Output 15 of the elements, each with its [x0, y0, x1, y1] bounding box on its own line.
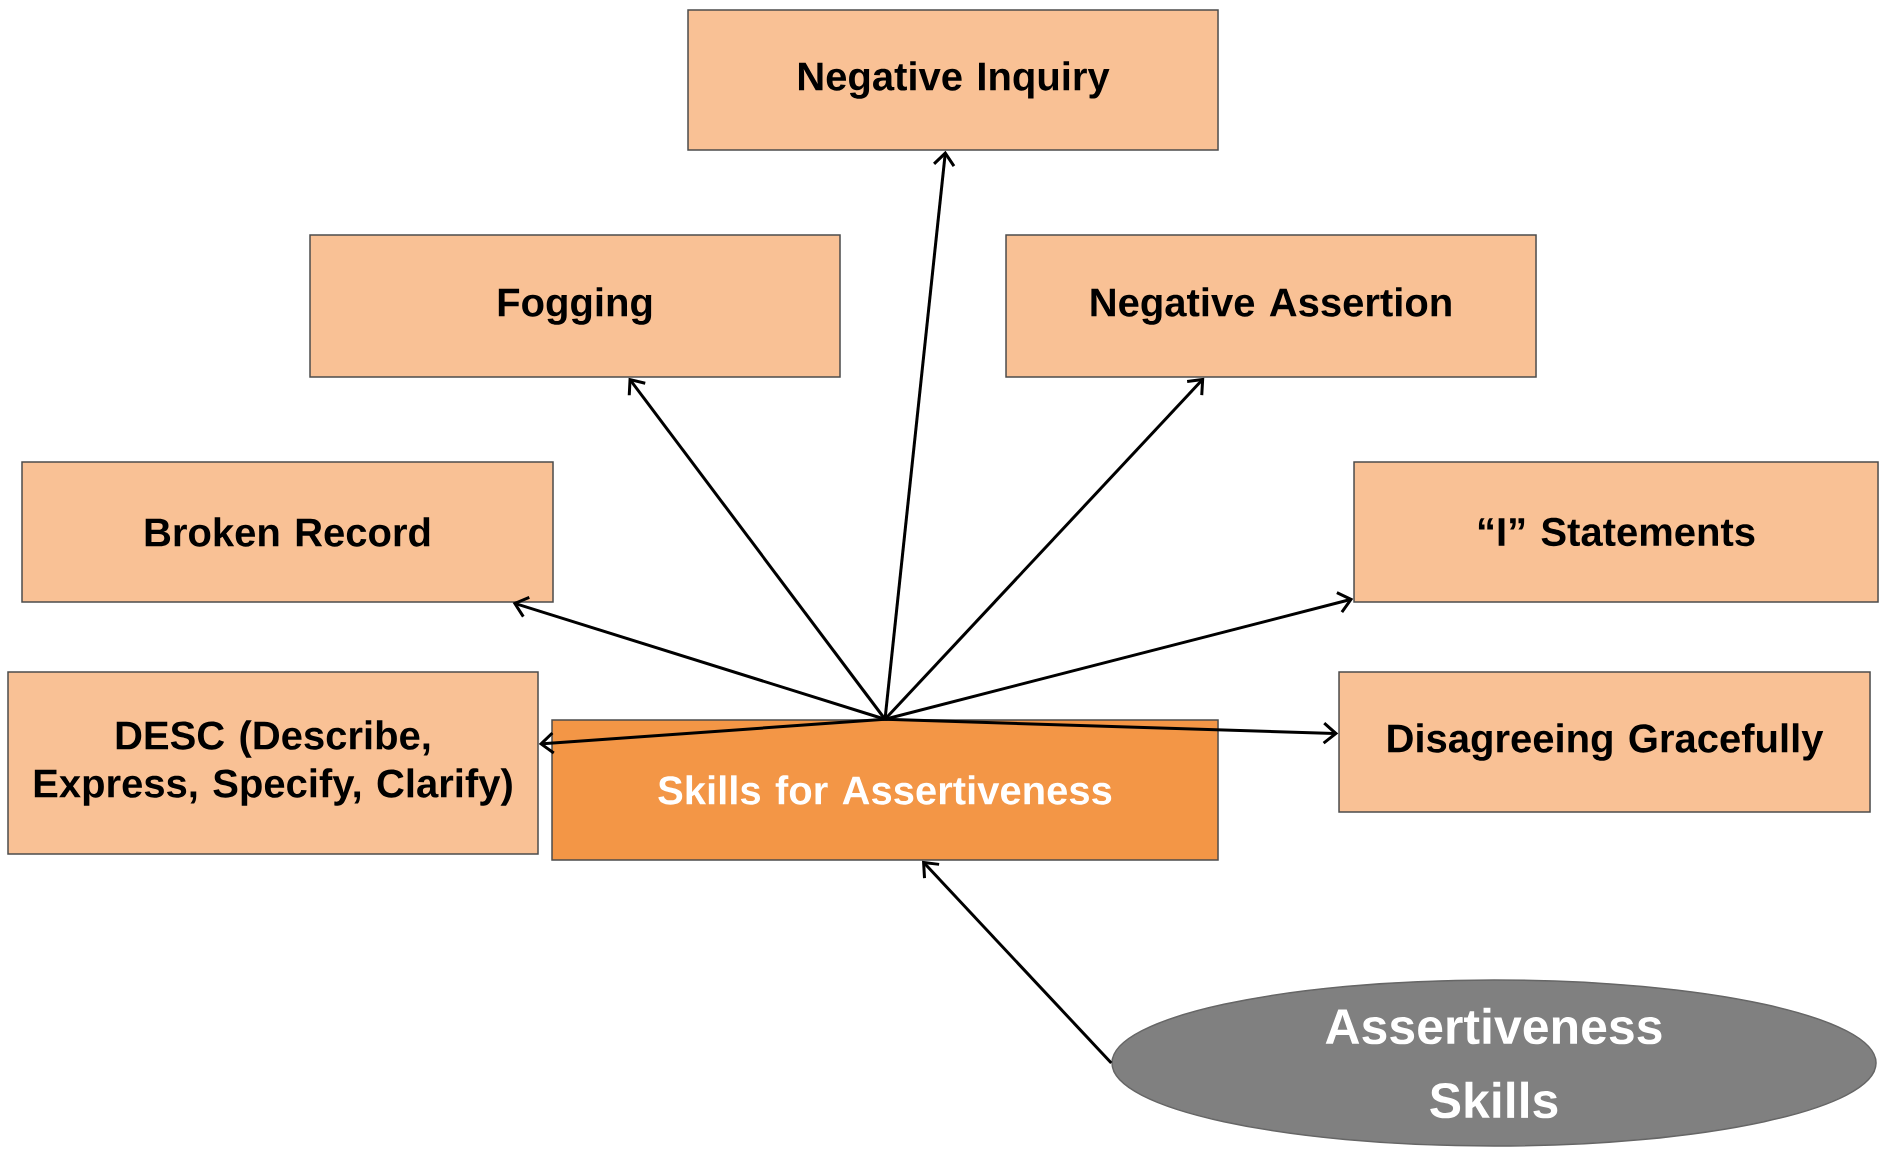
- arrow: [884, 591, 1354, 721]
- arrow: [884, 717, 1339, 745]
- arrow: [922, 860, 1113, 1065]
- skill-box: DESC (Describe, Express, Specify, Clarify): [7, 671, 539, 855]
- arrow: [538, 717, 886, 755]
- skill-box: Negative Inquiry: [687, 9, 1219, 151]
- central-box: Skills for Assertiveness: [551, 719, 1219, 861]
- skill-box: Disagreeing Gracefully: [1338, 671, 1871, 813]
- arrow: [883, 377, 1205, 721]
- skill-box: Broken Record: [21, 461, 554, 603]
- arrow: [512, 596, 886, 721]
- arrow: [627, 377, 887, 721]
- skill-box: Fogging: [309, 234, 841, 378]
- skill-box: Negative Assertion: [1005, 234, 1537, 378]
- skill-box: “I” Statements: [1353, 461, 1879, 603]
